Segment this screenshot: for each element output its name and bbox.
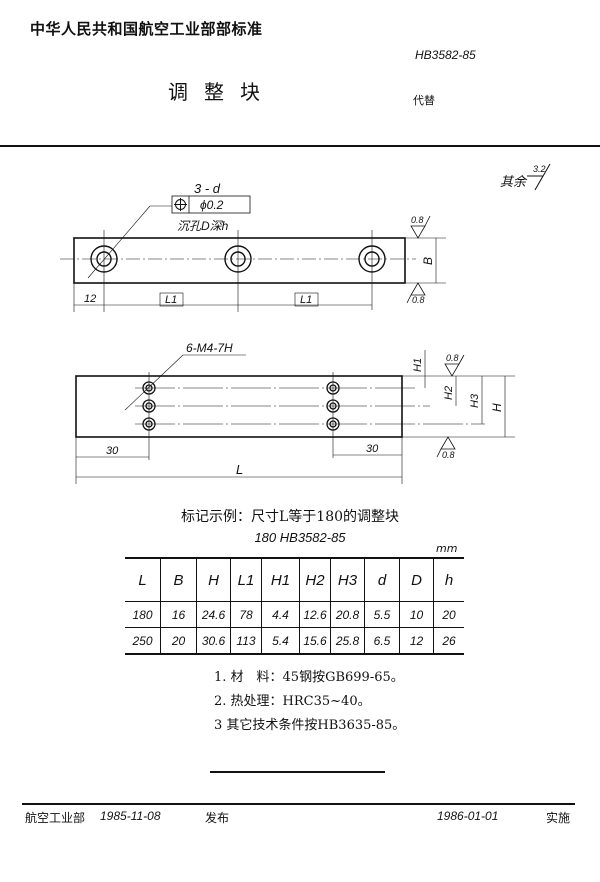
- table-cell: 16: [160, 601, 197, 628]
- column-header: H2: [299, 558, 331, 602]
- table-cell: 5.4: [261, 627, 300, 654]
- table-row: 250 20 30.6 113 5.4 15.6 25.8 6.5 12 26: [125, 627, 464, 654]
- position-tolerance-value: ϕ0.2: [200, 198, 224, 212]
- table-cell: 20.8: [330, 601, 365, 628]
- table-cell: 25.8: [330, 627, 365, 654]
- dimension-table: L B H L1 H1 H2 H3 d D h 180 16 24.6 78 4…: [125, 557, 464, 655]
- roughness-symbol-icon: [527, 163, 551, 191]
- table-cell: 5.5: [364, 601, 400, 628]
- table-cell: 30.6: [196, 627, 231, 654]
- roughness-top: 0.8: [446, 353, 459, 363]
- column-header: H3: [330, 558, 365, 602]
- dim-pitch-1: L1: [165, 294, 177, 306]
- table-header-row: L B H L1 H1 H2 H3 d D h: [125, 558, 464, 602]
- marking-example-code: 180 HB3582-85: [254, 530, 346, 545]
- column-header: L: [138, 571, 147, 589]
- table-cell: 20: [433, 601, 464, 628]
- table-unit: mm: [436, 542, 458, 555]
- column-header: L1: [230, 558, 262, 602]
- column-header: d: [364, 558, 400, 602]
- table-cell: 20: [160, 627, 197, 654]
- dim-edge: 12: [84, 293, 96, 305]
- table-cell: 12.6: [299, 601, 331, 628]
- standard-number: HB3582-85: [415, 48, 476, 62]
- column-header: D: [399, 558, 434, 602]
- top-view: 3 - d ϕ0.2 沉孔D深h 12 L1 L1 B 0.8 0.8: [60, 181, 446, 312]
- issued-label: 发布: [205, 811, 230, 825]
- roughness-symbol-icon: [436, 436, 456, 458]
- thread-note: 6-M4-7H: [186, 341, 233, 355]
- dim-pitch-2: L1: [300, 294, 312, 306]
- table-cell: 113: [230, 627, 262, 654]
- dim-width: B: [421, 257, 435, 265]
- dim-right: 30: [366, 443, 379, 455]
- column-header: h: [433, 558, 464, 602]
- table-cell: 6.5: [364, 627, 400, 654]
- table-cell: 10: [399, 601, 434, 628]
- end-line: [210, 771, 385, 773]
- table-cell: 250: [125, 627, 161, 654]
- technical-notes: 1. 材 料：45钢按GB699-65。 2. 热处理：HRC35~40。 3 …: [214, 666, 405, 738]
- footer-divider: [22, 803, 575, 805]
- dim-h1: H1: [412, 358, 424, 372]
- table-cell: 180: [125, 601, 161, 628]
- replaces-label: 代替: [413, 94, 435, 107]
- roughness-bottom: 0.8: [412, 295, 425, 305]
- table-cell: 24.6: [196, 601, 231, 628]
- hole-count-label: 3 - d: [194, 181, 221, 196]
- general-roughness-value: 3.2: [533, 164, 546, 174]
- roughness-top: 0.8: [411, 215, 424, 225]
- front-view: 6-M4-7H 30 30 L H1 H2 H3 H 0.8 0.8: [75, 341, 515, 484]
- issue-date: 1985-11-08: [100, 809, 161, 823]
- technical-drawing: 其余 3.2 3 - d ϕ0.2 沉孔D深h 12 L1: [60, 163, 551, 484]
- note-item: 2. 热处理：HRC35~40。: [214, 694, 371, 709]
- roughness-symbol-icon: [444, 354, 465, 377]
- general-roughness-label: 其余: [500, 174, 528, 189]
- counterbore-note: 沉孔D深h: [177, 219, 229, 233]
- note-item: 1. 材 料：45钢按GB699-65。: [214, 670, 404, 685]
- issuer: 航空工业部: [25, 811, 86, 825]
- roughness-symbol-icon: [406, 282, 426, 304]
- table-cell: 4.4: [261, 601, 300, 628]
- column-header: H1: [261, 558, 300, 602]
- effective-date: 1986-01-01: [437, 809, 499, 823]
- table-cell: 26: [433, 627, 464, 654]
- document-title: 调整块: [168, 80, 276, 104]
- column-header: H: [196, 558, 231, 602]
- dim-h: H: [490, 403, 504, 412]
- dim-left: 30: [106, 445, 119, 457]
- roughness-symbol-icon: [410, 215, 431, 239]
- note-item: 3 其它技术条件按HB3635-85。: [214, 718, 406, 733]
- header-divider: [0, 145, 600, 147]
- roughness-bottom: 0.8: [442, 450, 455, 460]
- dim-h2: H2: [443, 386, 455, 400]
- effective-label: 实施: [546, 811, 571, 825]
- table-cell: 12: [399, 627, 434, 654]
- column-header: B: [160, 558, 197, 602]
- dim-length: L: [236, 462, 243, 477]
- table-row: 180 16 24.6 78 4.4 12.6 20.8 5.5 10 20: [125, 601, 464, 628]
- dim-h3: H3: [469, 393, 481, 408]
- table-cell: 15.6: [299, 627, 331, 654]
- marking-example-title: 标记示例：尺寸L等于180的调整块: [180, 509, 400, 525]
- table-cell: 78: [230, 601, 262, 628]
- issuing-organization-title: 中华人民共和国航空工业部部标准: [30, 20, 263, 38]
